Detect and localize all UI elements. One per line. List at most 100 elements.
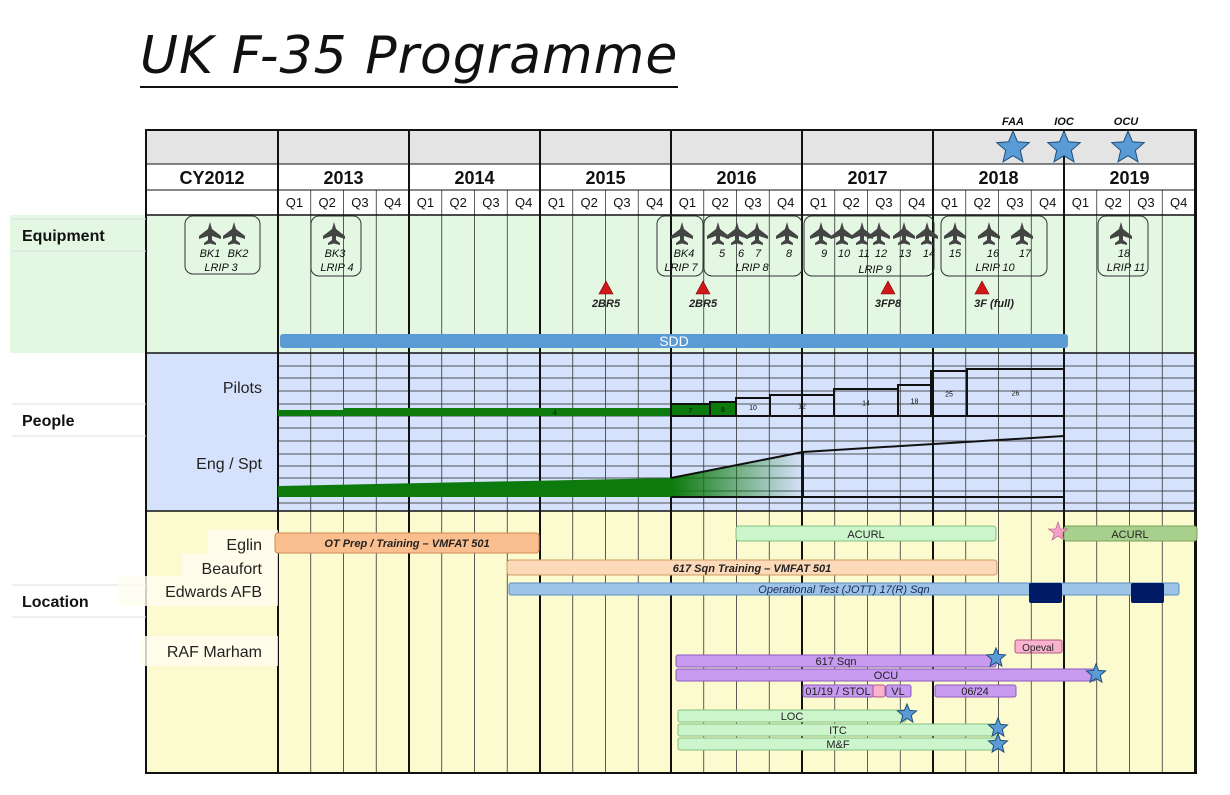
quarter-label: Q3	[875, 195, 892, 210]
quarter-label: Q2	[1104, 195, 1121, 210]
aircraft-group-box	[310, 215, 362, 277]
row-label-edwards-afb: Edwards AFB	[165, 584, 262, 601]
aircraft-number: BK4	[674, 248, 695, 260]
row-label-raf-marham: RAF Marham	[167, 644, 262, 661]
quarter-label: Q4	[384, 195, 401, 210]
f35-jet-icon	[726, 222, 748, 245]
pilot-count-label: 18	[911, 399, 919, 406]
lrip-label: LRIP 10	[975, 262, 1015, 274]
stol-pink-marker	[872, 684, 886, 698]
aircraft-number: 16	[987, 248, 1000, 260]
aircraft-group-box	[184, 215, 261, 275]
pilot-count-label: 10	[749, 405, 757, 412]
f35-jet-icon	[776, 222, 798, 245]
op-test-label: Operational Test (JOTT) 17(R) Sqn	[758, 584, 929, 596]
quarter-label: Q4	[646, 195, 663, 210]
milestone-faa-star-icon	[995, 129, 1031, 163]
opeval-label: Opeval	[1022, 643, 1054, 654]
year-label-2014: 2014	[454, 168, 494, 188]
pilot-count-label: 14	[862, 401, 870, 408]
vl-bar	[885, 684, 912, 698]
quarter-label: Q3	[482, 195, 499, 210]
pilot-bar-early	[278, 410, 343, 416]
software-milestone-label: 2BR5	[591, 298, 621, 310]
f35-jet-icon	[810, 222, 832, 245]
aircraft-group-box	[940, 215, 1048, 277]
sqn-training-bar	[506, 559, 998, 576]
f35-jet-icon	[746, 222, 768, 245]
quarter-label: Q4	[1039, 195, 1056, 210]
f35-jet-icon	[1110, 222, 1132, 245]
aircraft-number: 14	[923, 248, 935, 260]
lrip-label: LRIP 7	[664, 262, 698, 274]
section-label-location: Location	[22, 594, 89, 611]
quarter-label: Q3	[1006, 195, 1023, 210]
year-label-cy2012: CY2012	[179, 168, 244, 188]
opeval-bar	[1014, 639, 1063, 654]
lrip-label: LRIP 4	[320, 262, 353, 274]
pilot-count-label: 8	[721, 407, 725, 414]
year-label-2019: 2019	[1109, 168, 1149, 188]
lrip-label: LRIP 8	[735, 262, 769, 274]
quarter-label: Q2	[449, 195, 466, 210]
year-label-2017: 2017	[847, 168, 887, 188]
op-test-block-2	[1131, 583, 1164, 603]
row-label-beaufort: Beaufort	[202, 561, 263, 578]
acurl-bar-2	[1063, 525, 1198, 542]
year-label-2016: 2016	[716, 168, 756, 188]
itc-label: ITC	[829, 725, 847, 737]
quarter-label: Q3	[351, 195, 368, 210]
quarter-label: Q4	[1170, 195, 1187, 210]
aircraft-group-box	[656, 215, 704, 277]
loc-label: LOC	[781, 711, 804, 723]
mf-label: M&F	[826, 739, 850, 751]
eng-spt-green-ramp	[278, 478, 671, 497]
sqn-training-label: 617 Sqn Training – VMFAT 501	[673, 563, 832, 575]
pilot-count-label: 26	[1012, 391, 1020, 398]
lrip-label: LRIP 11	[1107, 262, 1146, 274]
ot-prep-bar	[274, 532, 540, 554]
pilot-step	[966, 368, 1065, 417]
aircraft-number: 12	[875, 248, 887, 260]
milestone-label-ocu: OCU	[1114, 116, 1140, 128]
f35-jet-icon	[707, 222, 729, 245]
milestone-ocu-star-icon	[1110, 129, 1146, 163]
eng-spt-gradient-ramp	[671, 452, 803, 497]
aircraft-group-box	[803, 215, 935, 277]
sdd-label: SDD	[659, 333, 689, 349]
aircraft-number: BK1	[200, 248, 221, 260]
quarter-label: Q1	[286, 195, 303, 210]
quarter-label: Q3	[1137, 195, 1154, 210]
aircraft-number: 9	[821, 248, 827, 260]
completion-star-icon	[1085, 662, 1107, 684]
aircraft-number: 8	[786, 248, 793, 260]
f35-jet-icon	[944, 222, 966, 245]
milestone-ioc-star-icon	[1046, 129, 1082, 163]
quarter-label: Q1	[1072, 195, 1089, 210]
acurl-bar-1	[735, 525, 997, 542]
software-milestone-triangle-icon	[695, 280, 711, 295]
quarter-label: Q4	[515, 195, 532, 210]
eglin-pink-star-icon	[1047, 521, 1069, 541]
sqn-617-label: 617 Sqn	[816, 656, 857, 668]
f35-jet-icon	[916, 222, 938, 245]
f35-jet-icon	[851, 222, 873, 245]
runway-label: 06/24	[961, 686, 989, 698]
aircraft-number: BK2	[228, 248, 249, 260]
op-test-bar	[508, 582, 1180, 596]
section-label-people: People	[22, 413, 75, 430]
f35-jet-icon	[831, 222, 853, 245]
vl-label: VL	[891, 686, 904, 698]
pilot-count-label: 7	[689, 408, 693, 415]
quarter-label: Q1	[941, 195, 958, 210]
pilot-count-label: 12	[798, 404, 806, 411]
f35-jet-icon	[893, 222, 915, 245]
software-milestone-triangle-icon	[880, 280, 896, 295]
f35-jet-icon	[868, 222, 890, 245]
ot-prep-label: OT Prep / Training – VMFAT 501	[324, 538, 489, 550]
f35-jet-icon	[978, 222, 1000, 245]
quarter-label: Q3	[744, 195, 761, 210]
f35-jet-icon	[323, 222, 345, 245]
quarter-label: Q1	[548, 195, 565, 210]
row-label-eng-spt: Eng / Spt	[196, 456, 262, 473]
